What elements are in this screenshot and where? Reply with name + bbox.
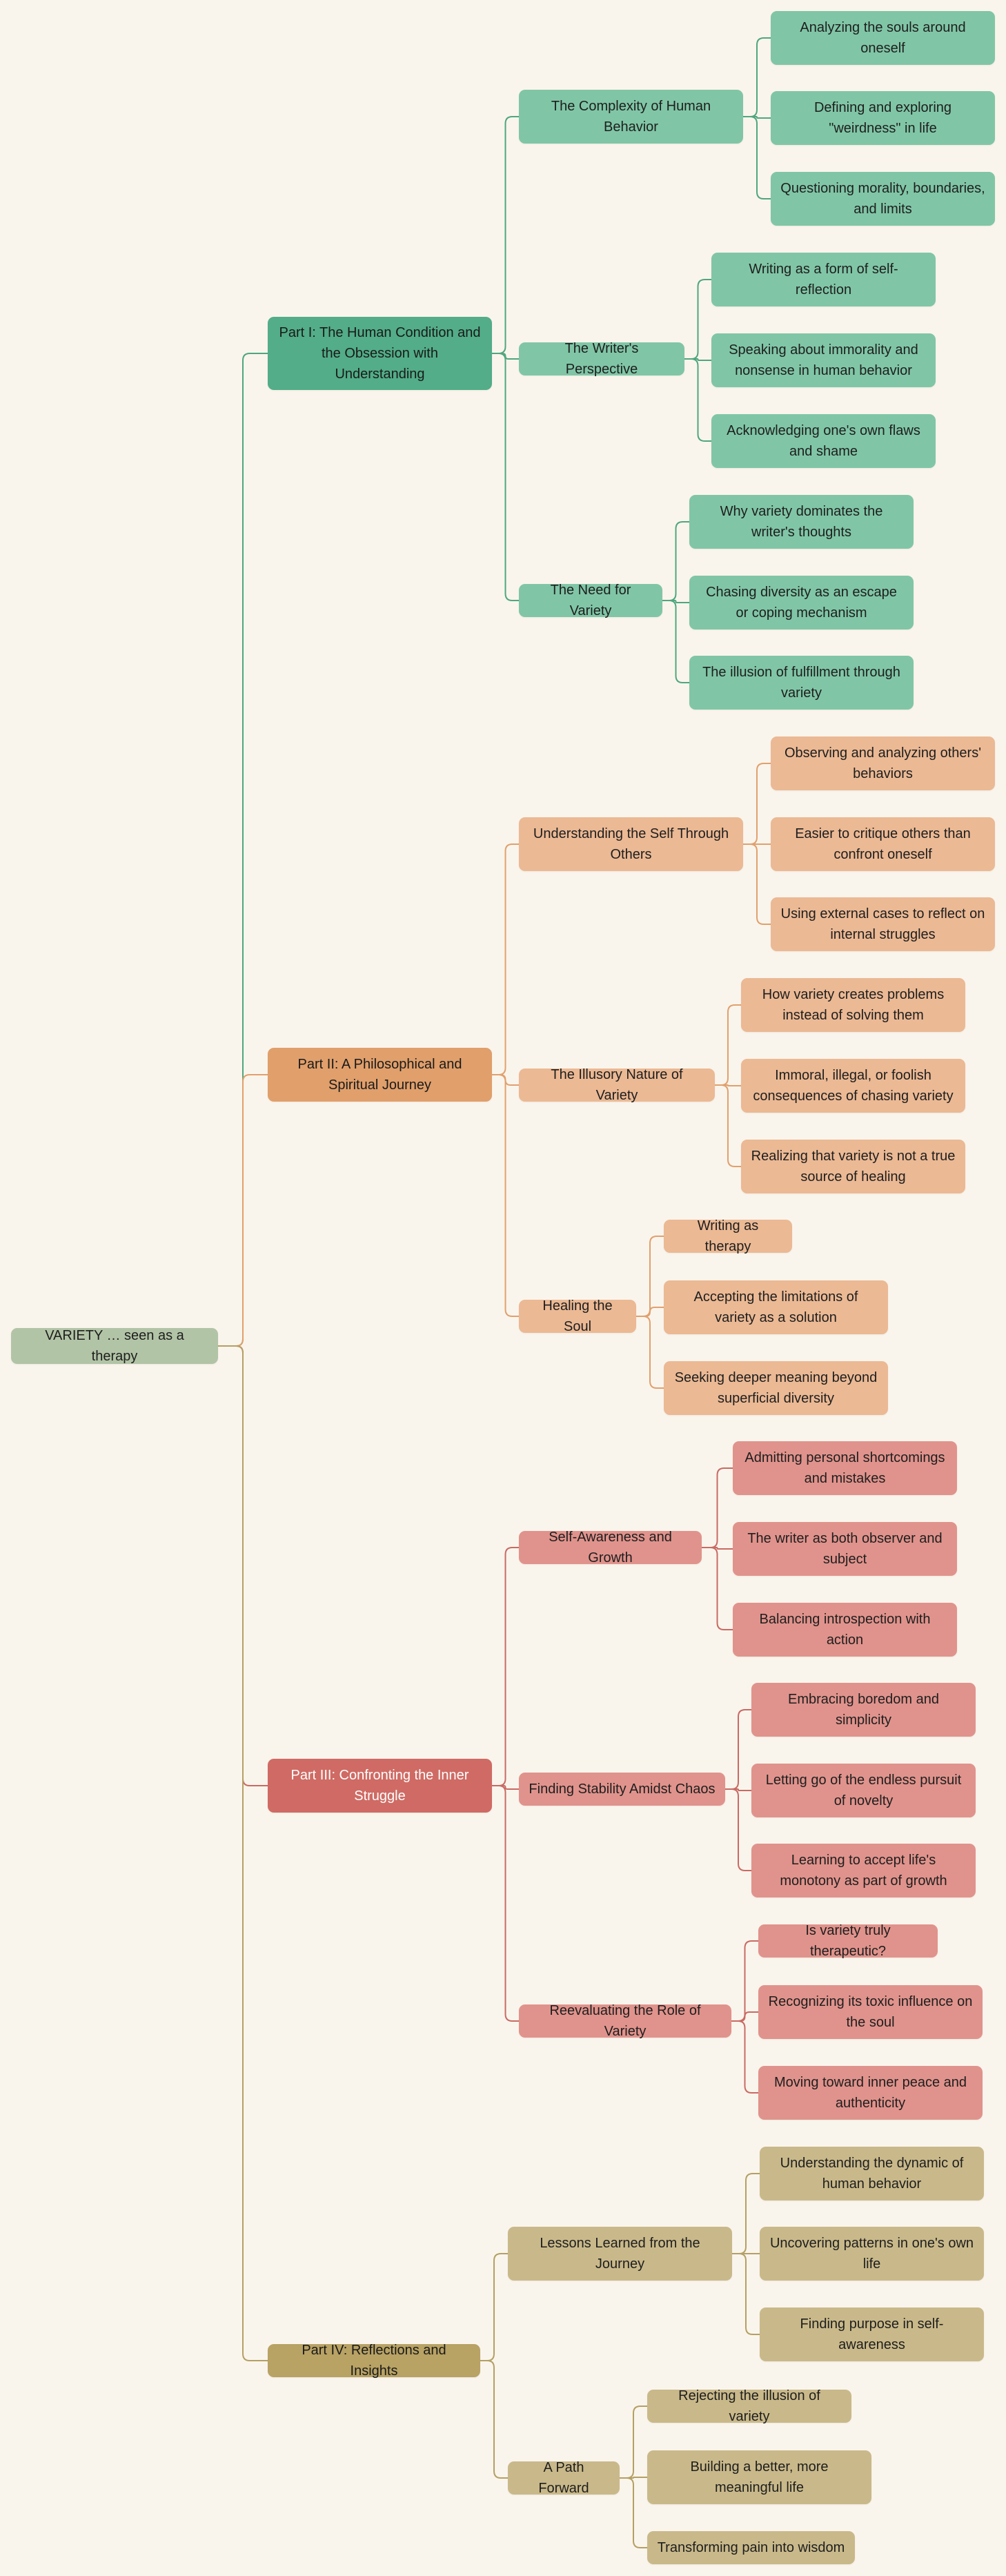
connector-part-to-topic xyxy=(492,1785,519,2022)
connector-topic-to-leaf xyxy=(725,1788,751,1871)
topic-node[interactable]: The Complexity of Human Behavior xyxy=(519,90,743,144)
connector-topic-to-leaf xyxy=(636,1236,664,1317)
topic-node[interactable]: The Writer's Perspective xyxy=(519,341,684,377)
leaf-node[interactable]: Finding purpose in self-awareness xyxy=(760,2307,984,2361)
leaf-node[interactable]: Uncovering patterns in one's own life xyxy=(760,2227,984,2281)
leaf-node[interactable]: Observing and analyzing others' behavior… xyxy=(771,736,995,790)
leaf-node[interactable]: Easier to critique others than confront … xyxy=(771,817,995,871)
leaf-node[interactable]: Writing as a form of self-reflection xyxy=(711,253,936,306)
connector-topic-to-leaf xyxy=(732,2253,760,2335)
topic-node[interactable]: Reevaluating the Role of Variety xyxy=(519,2003,731,2039)
connector-part-to-topic xyxy=(480,2253,508,2361)
branch-node-part-4[interactable]: Part IV: Reflections and Insights xyxy=(268,2343,480,2379)
leaf-node[interactable]: Recognizing its toxic influence on the s… xyxy=(758,1985,983,2039)
leaf-node[interactable]: Transforming pain into wisdom xyxy=(647,2531,855,2564)
leaf-node[interactable]: Speaking about immorality and nonsense i… xyxy=(711,333,936,387)
connector-topic-to-leaf xyxy=(702,1547,733,1550)
topic-node[interactable]: Understanding the Self Through Others xyxy=(519,817,743,871)
branch-node-part-1[interactable]: Part I: The Human Condition and the Obse… xyxy=(268,317,492,390)
connector-root-to-part-2 xyxy=(218,1074,268,1347)
leaf-node[interactable]: Using external cases to reflect on inter… xyxy=(771,897,995,951)
connector-part-to-topic xyxy=(492,116,519,354)
connector-part-to-topic xyxy=(492,1074,519,1317)
connector-topic-to-leaf xyxy=(743,116,771,119)
connector-part-to-topic xyxy=(480,2360,508,2479)
topic-node[interactable]: Finding Stability Amidst Chaos xyxy=(519,1773,725,1806)
branch-node-part-2[interactable]: Part II: A Philosophical and Spiritual J… xyxy=(268,1048,492,1102)
connector-topic-to-leaf xyxy=(662,521,689,601)
connector-topic-to-leaf xyxy=(743,37,771,117)
connector-part-to-topic xyxy=(492,1547,519,1786)
leaf-node[interactable]: Defining and exploring "weirdness" in li… xyxy=(771,91,995,145)
connector-topic-to-leaf xyxy=(715,1004,741,1086)
leaf-node[interactable]: Writing as therapy xyxy=(664,1218,792,1254)
leaf-node[interactable]: Seeking deeper meaning beyond superficia… xyxy=(664,1361,888,1415)
connector-topic-to-leaf xyxy=(702,1467,733,1548)
connector-topic-to-leaf xyxy=(684,279,711,360)
leaf-node[interactable]: Is variety truly therapeutic? xyxy=(758,1923,938,1959)
connector-part-to-topic xyxy=(492,353,519,360)
leaf-node[interactable]: Letting go of the endless pursuit of nov… xyxy=(751,1764,976,1817)
leaf-node[interactable]: Rejecting the illusion of variety xyxy=(647,2388,851,2424)
leaf-node[interactable]: Building a better, more meaningful life xyxy=(647,2450,871,2504)
connector-topic-to-leaf xyxy=(684,358,711,442)
connector-part-to-topic xyxy=(492,1785,519,1790)
connector-topic-to-leaf xyxy=(620,2406,647,2479)
leaf-node[interactable]: Embracing boredom and simplicity xyxy=(751,1683,976,1737)
connector-part-to-topic xyxy=(492,843,519,1075)
connector-topic-to-leaf xyxy=(731,2020,758,2094)
connector-topic-to-leaf xyxy=(620,2477,647,2548)
connector-topic-to-leaf xyxy=(725,1709,751,1790)
topic-node[interactable]: The Need for Variety xyxy=(519,583,662,618)
branch-node-part-3[interactable]: Part III: Confronting the Inner Struggle xyxy=(268,1759,492,1813)
connector-topic-to-leaf xyxy=(662,600,689,683)
leaf-node[interactable]: The writer as both observer and subject xyxy=(733,1522,957,1576)
topic-node[interactable]: Self-Awareness and Growth xyxy=(519,1530,702,1565)
connector-topic-to-leaf xyxy=(731,1940,758,2022)
connector-topic-to-leaf xyxy=(725,1788,751,1791)
connector-topic-to-leaf xyxy=(636,1316,664,1389)
leaf-node[interactable]: Acknowledging one's own flaws and shame xyxy=(711,414,936,468)
leaf-node[interactable]: Understanding the dynamic of human behav… xyxy=(760,2147,984,2201)
connector-topic-to-leaf xyxy=(743,763,771,845)
topic-node[interactable]: A Path Forward xyxy=(508,2460,620,2496)
connector-topic-to-leaf xyxy=(743,843,771,925)
leaf-node[interactable]: Moving toward inner peace and authentici… xyxy=(758,2066,983,2120)
connector-topic-to-leaf xyxy=(731,2011,758,2022)
connector-topic-to-leaf xyxy=(662,600,689,603)
connector-topic-to-leaf xyxy=(684,358,711,361)
leaf-node[interactable]: How variety creates problems instead of … xyxy=(741,978,965,1032)
leaf-node[interactable]: The illusion of fulfillment through vari… xyxy=(689,656,914,710)
leaf-node[interactable]: Chasing diversity as an escape or coping… xyxy=(689,576,914,630)
connector-root-to-part-4 xyxy=(218,1345,268,2361)
connector-topic-to-leaf xyxy=(636,1307,664,1317)
leaf-node[interactable]: Realizing that variety is not a true sou… xyxy=(741,1140,965,1193)
connector-topic-to-leaf xyxy=(743,116,771,199)
topic-node[interactable]: The Illusory Nature of Variety xyxy=(519,1067,715,1103)
connector-topic-to-leaf xyxy=(702,1547,733,1630)
connector-part-to-topic xyxy=(492,353,519,601)
connector-topic-to-leaf xyxy=(620,2477,647,2479)
connector-topic-to-leaf xyxy=(715,1084,741,1167)
topic-node[interactable]: Healing the Soul xyxy=(519,1298,636,1334)
leaf-node[interactable]: Learning to accept life's monotony as pa… xyxy=(751,1844,976,1897)
leaf-node[interactable]: Questioning morality, boundaries, and li… xyxy=(771,172,995,226)
root-node[interactable]: VARIETY … seen as a therapy xyxy=(11,1328,218,1364)
connector-topic-to-leaf xyxy=(732,2173,760,2254)
leaf-node[interactable]: Analyzing the souls around oneself xyxy=(771,11,995,65)
connector-topic-to-leaf xyxy=(715,1084,741,1086)
leaf-node[interactable]: Immoral, illegal, or foolish consequence… xyxy=(741,1059,965,1113)
leaf-node[interactable]: Admitting personal shortcomings and mist… xyxy=(733,1441,957,1495)
leaf-node[interactable]: Accepting the limitations of variety as … xyxy=(664,1280,888,1334)
leaf-node[interactable]: Balancing introspection with action xyxy=(733,1603,957,1657)
leaf-node[interactable]: Why variety dominates the writer's thoug… xyxy=(689,495,914,549)
topic-node[interactable]: Lessons Learned from the Journey xyxy=(508,2227,732,2281)
